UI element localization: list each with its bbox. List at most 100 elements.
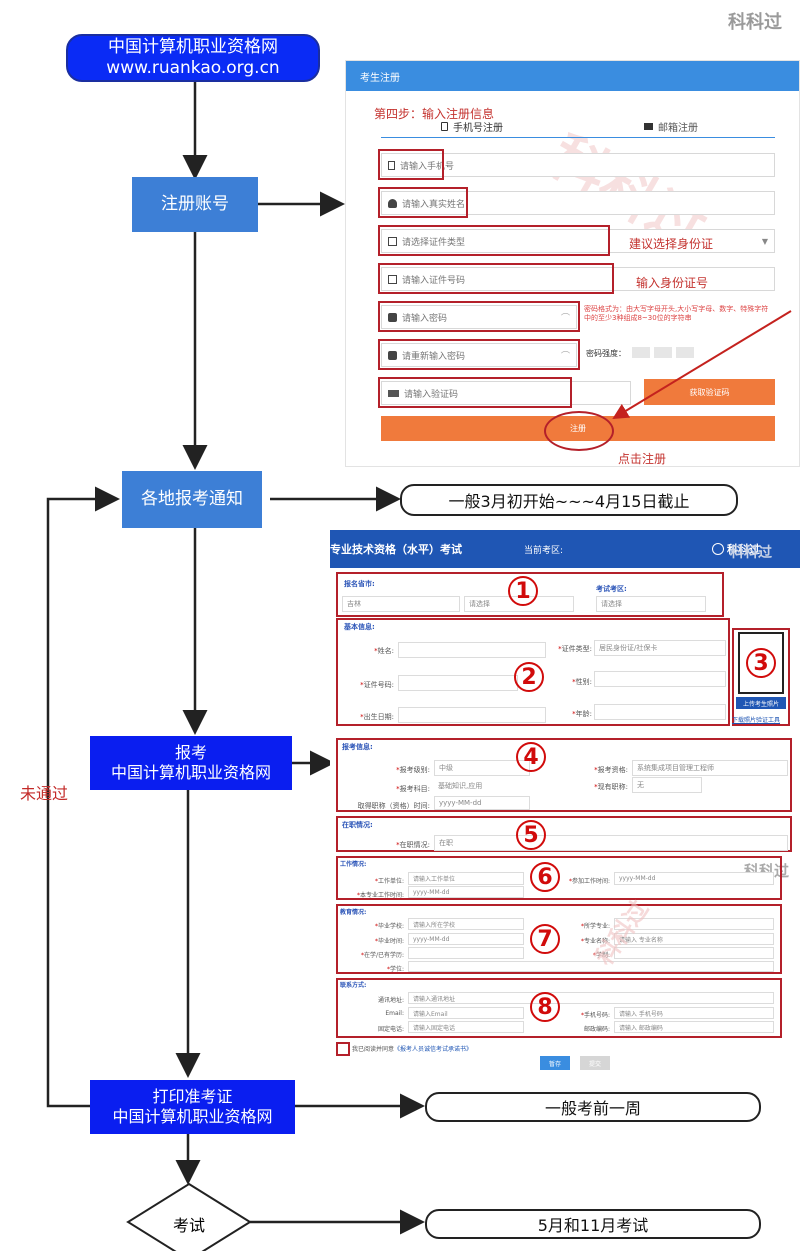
level-label: *报考级别: (396, 766, 430, 774)
level-select[interactable]: 中级 (434, 760, 530, 776)
password-confirm-input[interactable]: 请重新输入密码 ⌒ (381, 343, 577, 367)
subject-value-field: 基础知识,应用 (434, 779, 530, 793)
tel-label: 固定电话: (377, 1026, 404, 1033)
job-label-text: 在职情况: (399, 841, 430, 849)
register-form-screenshot: 考生注册 科科过 第四步：输入注册信息 手机号注册 邮箱注册 请输入手机号 请输… (345, 60, 800, 467)
eye-icon[interactable]: ⌒ (560, 351, 570, 362)
title-select[interactable]: 无 (632, 777, 702, 793)
marker-6: 6 (530, 862, 560, 892)
print-note: 一般考前一周 (425, 1092, 761, 1122)
edu-title: 教育情况: (340, 909, 367, 916)
chevron-down-icon: ▼ (761, 236, 768, 246)
download-photo-tool-link[interactable]: 下载照片验证工具 (732, 717, 781, 724)
keyboard-icon (388, 389, 399, 397)
name-label-text: 姓名: (377, 647, 394, 655)
major-name-field[interactable]: 请输入 专业名称 (614, 933, 774, 945)
zip-ph: 请输入 邮政编码 (619, 1024, 663, 1032)
subject-label: *报考科目: (396, 785, 430, 793)
print-node-line1: 打印准考证 (152, 1087, 233, 1106)
grad-field[interactable]: yyyy-MM-dd (408, 933, 524, 945)
idtype-select[interactable]: 请选择证件类型 ▼ (381, 229, 775, 253)
gender-label: *性别: (572, 678, 592, 686)
register-form-header: 考生注册 (346, 61, 799, 91)
highlight-submit (544, 411, 614, 451)
current-exam-label: 当前考区: (524, 545, 564, 556)
area-title: 考试考区: (596, 585, 627, 593)
degree-select[interactable] (408, 947, 524, 959)
school-field[interactable]: 请输入所在学校 (408, 918, 524, 930)
title-time-field[interactable]: yyyy-MM-dd (434, 796, 530, 810)
agree-link[interactable]: 《报考人员诚信考试承诺书》 (394, 1046, 473, 1053)
user-name: 科科过 (727, 543, 760, 556)
save-button[interactable]: 暂存 (540, 1056, 570, 1070)
gender-select[interactable] (594, 671, 726, 687)
idnum-input[interactable]: 请输入证件号码 (381, 267, 775, 291)
verify-code-placeholder: 请输入验证码 (404, 389, 459, 400)
birth-field[interactable] (398, 707, 546, 723)
age-field[interactable] (594, 704, 726, 720)
apply-idtype-select[interactable]: 居民身份证/社保卡 (594, 640, 726, 656)
user-menu[interactable]: 科科过 (712, 541, 760, 557)
addr-field[interactable]: 请输入通讯地址 (408, 992, 774, 1004)
photo-box: 3 (738, 632, 784, 694)
lock-icon (388, 312, 397, 322)
work-unit-field[interactable]: 请输入工作单位 (408, 872, 524, 885)
birth-label-text: 出生日期: (363, 713, 394, 721)
notice-note: 一般3月初开始~~~4月15日截止 (400, 484, 738, 516)
zip-field[interactable]: 请输入 邮政编码 (614, 1021, 774, 1033)
major-name-label-text: 专业名称: (583, 938, 610, 945)
start-node: 中国计算机职业资格网 www.ruankao.org.cn (66, 34, 320, 82)
name-field[interactable] (398, 642, 546, 658)
qual-select[interactable]: 系统集成项目管理工程师 (632, 760, 788, 776)
submit-button[interactable]: 提交 (580, 1056, 610, 1070)
region-title: 报名省市: (344, 580, 375, 588)
name-input[interactable]: 请输入真实姓名 (381, 191, 775, 215)
xuezhi-label: *学制: (592, 952, 610, 959)
work-major-field[interactable]: yyyy-MM-dd (408, 886, 524, 898)
birth-label: *出生日期: (360, 713, 394, 721)
strength-bar-2 (654, 347, 672, 358)
area-select[interactable]: 请选择 (596, 596, 706, 612)
mobile-field[interactable]: 请输入 手机号码 (614, 1007, 774, 1019)
addr-label: 通讯地址: (377, 997, 404, 1004)
password-input[interactable]: 请输入密码 ⌒ (381, 305, 577, 329)
age-label-text: 年龄: (575, 710, 592, 718)
marker-8: 8 (530, 992, 560, 1022)
user-circle-icon (712, 543, 724, 555)
register-node-label: 注册账号 (161, 193, 229, 214)
start-node-line2: www.ruankao.org.cn (106, 58, 280, 78)
apply-idnum-field[interactable] (398, 675, 518, 691)
region-select[interactable]: 吉林 (342, 596, 460, 612)
school-ph: 请输入所在学校 (413, 921, 456, 929)
work-section (336, 856, 782, 900)
work-start-field[interactable]: yyyy-MM-dd (614, 872, 774, 885)
tab-divider (381, 137, 775, 138)
agree-checkbox[interactable] (336, 1042, 350, 1056)
work-major-ph: yyyy-MM-dd (413, 888, 450, 896)
phone-input[interactable]: 请输入手机号 (381, 153, 775, 177)
email-field[interactable]: 请输入Email (408, 1007, 524, 1019)
qual-label: *报考资格: (594, 766, 628, 774)
get-code-button[interactable]: 获取验证码 (644, 379, 775, 405)
basic-info-section (336, 618, 730, 726)
job-select[interactable]: 在职 (434, 835, 788, 851)
apply-form-screenshot: 专业技术资格（水平）考试 当前考区: 科科过 科科过 报名省市: 吉林 请选择 … (330, 530, 800, 1076)
tel-field[interactable]: 请输入固定电话 (408, 1021, 524, 1033)
verify-code-input[interactable]: 请输入验证码 (381, 381, 631, 405)
eye-icon[interactable]: ⌒ (560, 313, 570, 324)
upload-photo-button[interactable]: 上传考生照片 (736, 697, 786, 709)
notice-node: 各地报考通知 (122, 471, 262, 528)
tab-phone[interactable]: 手机号注册 (441, 119, 503, 134)
idnum-note: 输入身份证号 (636, 276, 709, 290)
tab-email[interactable]: 邮箱注册 (644, 119, 698, 134)
work-title: 工作情况: (340, 861, 367, 868)
name-label: *姓名: (374, 647, 394, 655)
exam-note-text: 5月和11月考试 (537, 1216, 649, 1235)
major-select[interactable] (614, 918, 774, 930)
user-icon (388, 198, 397, 208)
xuewei-select[interactable] (408, 961, 774, 972)
xuezhi-select[interactable] (614, 947, 774, 959)
work-unit-label-text: 工作单位: (377, 878, 404, 885)
zip-label: 邮政编码: (583, 1026, 610, 1033)
